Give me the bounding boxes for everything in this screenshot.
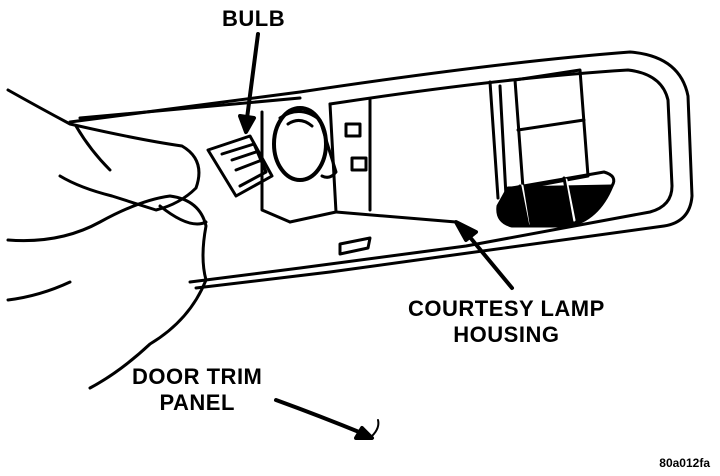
hand <box>6 88 208 390</box>
bulb-label-text: BULB <box>222 6 286 31</box>
door-trim-panel <box>68 50 694 290</box>
door-trim-leader-line <box>274 398 366 436</box>
leader-arrows <box>238 32 514 440</box>
bulb <box>206 134 274 198</box>
bulb-leader-line <box>244 32 260 128</box>
courtesy-lamp-housing <box>260 68 616 256</box>
bulb-socket <box>272 106 338 182</box>
bulb-arrowhead <box>238 114 256 134</box>
door-trim-panel-label: DOOR TRIM PANEL <box>132 364 262 416</box>
housing-leader-line <box>462 228 514 290</box>
door-trim-label-line1: DOOR TRIM <box>132 364 263 389</box>
courtesy-lamp-label-line2: HOUSING <box>453 322 560 347</box>
figure-id: 80a012fa <box>659 456 710 470</box>
door-trim-edge-mark <box>371 419 380 437</box>
courtesy-lamp-label-line1: COURTESY LAMP <box>408 296 605 321</box>
courtesy-lamp-housing-label: COURTESY LAMP HOUSING <box>408 296 605 348</box>
housing-slot <box>338 236 372 256</box>
housing-tab-upper <box>344 122 362 138</box>
door-trim-arrowhead <box>354 426 374 440</box>
housing-arrowhead <box>454 220 478 242</box>
housing-tab-lower <box>350 156 368 172</box>
door-trim-label-line2: PANEL <box>159 390 235 415</box>
bulb-label: BULB <box>222 6 285 32</box>
